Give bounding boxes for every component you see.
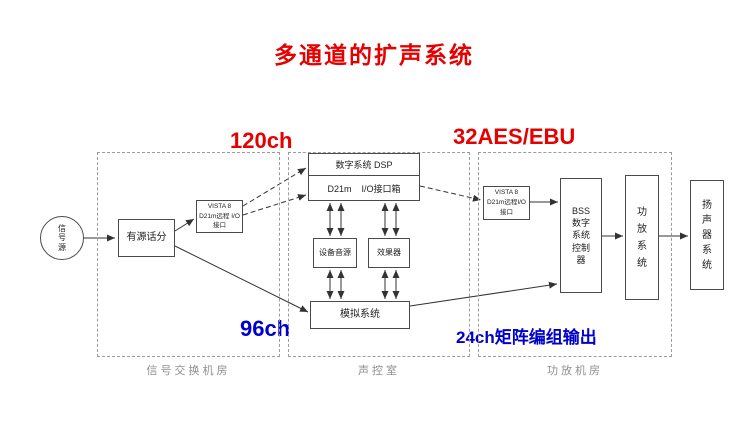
node-dsp-stack: 数字系统 DSP D21m I/O接口箱: [308, 153, 420, 201]
region-label-amplifier-room: 功放机房: [547, 365, 603, 377]
region-signal-exchange-room: [97, 152, 280, 357]
node-io-box: D21m I/O接口箱: [309, 175, 419, 200]
dashed-arrow-vista-to-dsp-lower: [242, 194, 307, 216]
dashed-arrow-dsp-to-vista-right: [419, 185, 482, 202]
node-signal-source: 信 号 源: [40, 216, 84, 260]
node-vista-io-right: VISTA 8 D21m远程I/O 接口: [483, 186, 530, 220]
region-sound-control-room: [288, 152, 470, 357]
label-96ch: 96ch: [240, 316, 291, 341]
region-label-signal-exchange-room: 信号交换机房: [146, 365, 231, 377]
label-120ch: 120ch: [230, 128, 293, 153]
node-analog-system: 模拟系统: [310, 301, 410, 329]
arrow-splitter-to-analog: [174, 245, 309, 313]
node-mic-splitter: 有源话分: [118, 219, 175, 257]
region-amplifier-room: [478, 152, 672, 357]
node-device-source: 设备音源: [313, 238, 357, 268]
label-32aes-ebu: 32AES/EBU: [453, 124, 576, 149]
node-effects: 效果器: [368, 238, 410, 268]
arrow-analog-to-bss: [409, 281, 558, 307]
label-24ch-matrix-output: 24ch矩阵编组输出: [456, 328, 597, 347]
dashed-arrow-vista-to-dsp-upper: [242, 167, 307, 207]
node-amp-system: 功 放 系 统: [625, 175, 659, 300]
node-dsp: 数字系统 DSP: [335, 160, 393, 170]
node-speaker-system: 扬 声 器 系 统: [690, 180, 724, 290]
page-title: 多通道的扩声系统: [274, 42, 474, 68]
node-bss-controller: BSS 数字 系统 控制 器: [560, 178, 602, 293]
arrow-splitter-to-vista-left: [174, 218, 195, 232]
region-label-sound-control-room: 声控室: [358, 365, 400, 377]
node-vista-io-left: VISTA 8 D21m远程 I/O 接口: [196, 200, 243, 233]
